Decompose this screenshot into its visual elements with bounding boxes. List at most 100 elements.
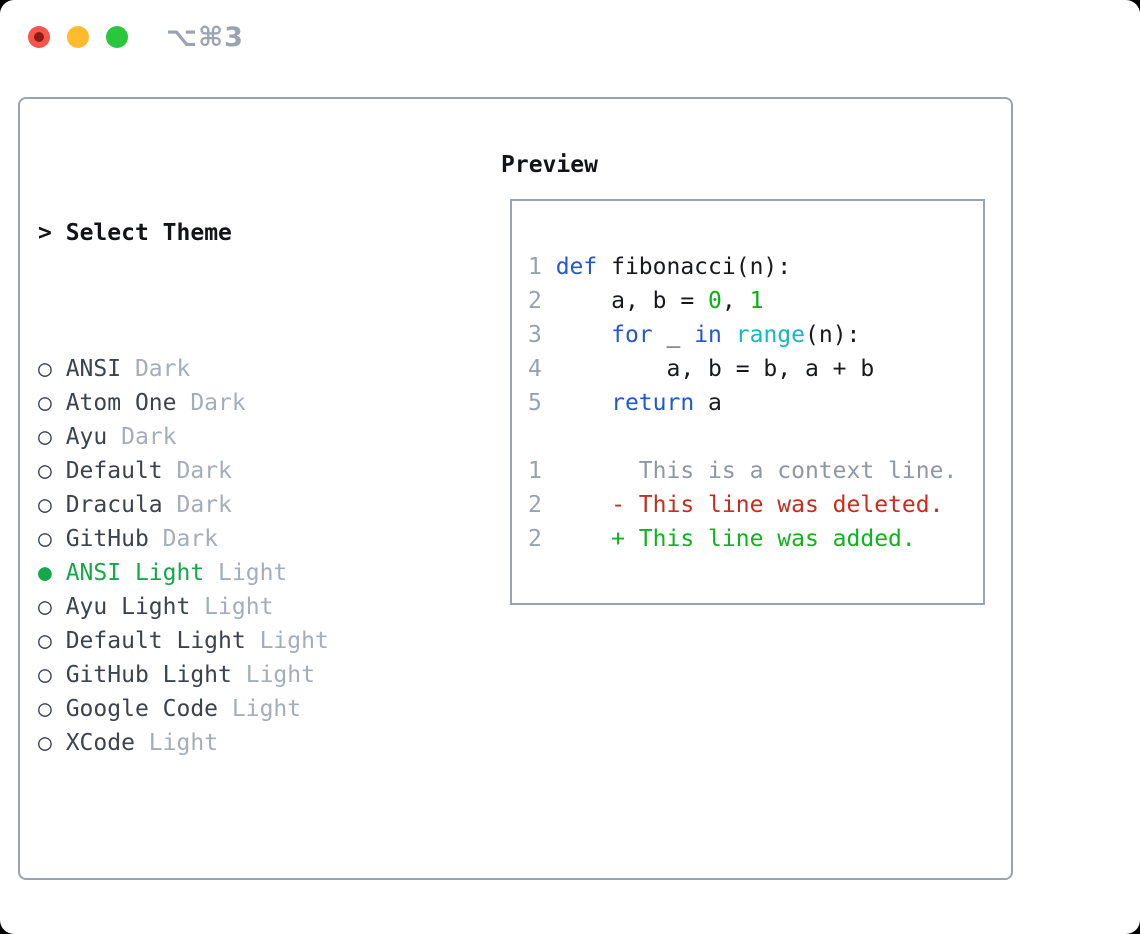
theme-variant: Dark	[162, 492, 232, 518]
radio-selected-icon: ●	[38, 560, 66, 586]
code-segment-added: + This line was added.	[555, 526, 916, 552]
theme-name: ANSI	[65, 356, 122, 382]
theme-variant: Dark	[121, 356, 191, 382]
theme-variant: Light	[204, 560, 288, 586]
theme-option-github-light[interactable]: ○ GitHub Light Light	[38, 658, 426, 692]
diff-line: 2 - This line was deleted.	[528, 488, 983, 522]
radio-unselected-icon: ○	[38, 356, 66, 382]
theme-name: Default	[65, 458, 163, 484]
theme-variant: Light	[231, 662, 315, 688]
theme-variant: Light	[218, 696, 302, 722]
line-number: 2	[528, 492, 556, 518]
line-number: 2	[528, 526, 556, 552]
diff-preview: 1 This is a context line.2 - This line w…	[528, 454, 983, 556]
line-number: 2	[528, 288, 556, 314]
theme-menu: > Select Theme ○ ANSI Dark○ Atom One Dar…	[38, 148, 426, 934]
code-segment-plain: _	[652, 322, 695, 348]
theme-option-default[interactable]: ○ Default Dark	[38, 454, 426, 488]
code-segment-plain: fibonacci(n):	[597, 254, 792, 280]
radio-unselected-icon: ○	[38, 628, 66, 654]
theme-option-google-code[interactable]: ○ Google Code Light	[38, 692, 426, 726]
code-segment-keyword: def	[555, 254, 598, 280]
theme-name: Ayu	[65, 424, 108, 450]
radio-unselected-icon: ○	[38, 730, 66, 756]
select-theme-heading: > Select Theme	[38, 216, 426, 250]
code-segment-deleted: - This line was deleted.	[555, 492, 944, 518]
radio-unselected-icon: ○	[38, 526, 66, 552]
code-line: 4 a, b = b, a + b	[528, 352, 983, 386]
theme-variant: Dark	[176, 390, 246, 416]
radio-unselected-icon: ○	[38, 390, 66, 416]
code-segment-plain	[556, 322, 611, 348]
code-segment-plain: a, b =	[555, 288, 709, 314]
theme-option-xcode[interactable]: ○ XCode Light	[38, 726, 426, 760]
radio-unselected-icon: ○	[38, 424, 66, 450]
line-number: 4	[528, 356, 556, 382]
theme-name: Default Light	[65, 628, 246, 654]
theme-name: XCode	[65, 730, 135, 756]
code-segment-number: 1	[749, 288, 764, 314]
theme-name: Google Code	[65, 696, 219, 722]
diff-line: 2 + This line was added.	[528, 522, 983, 556]
code-segment-plain: ,	[721, 288, 750, 314]
theme-option-ansi[interactable]: ○ ANSI Dark	[38, 352, 426, 386]
code-segment-keyword: in	[694, 322, 722, 348]
code-segment-plain: a, b = b, a + b	[555, 356, 875, 382]
code-segment-builtin: range	[735, 322, 805, 348]
line-number: 3	[528, 322, 556, 348]
radio-unselected-icon: ○	[38, 492, 66, 518]
radio-unselected-icon: ○	[38, 662, 66, 688]
theme-variant: Light	[134, 730, 219, 756]
theme-option-ansi-light[interactable]: ● ANSI Light Light	[38, 556, 426, 590]
spacer	[38, 862, 426, 896]
theme-variant: Dark	[107, 424, 177, 450]
theme-option-ayu-light[interactable]: ○ Ayu Light Light	[38, 590, 426, 624]
preview-heading: Preview	[501, 152, 598, 178]
radio-unselected-icon: ○	[38, 594, 66, 620]
theme-name: Ayu Light	[65, 594, 191, 620]
window-title: ⌥⌘3	[166, 22, 244, 53]
theme-picker-panel: > Select Theme ○ ANSI Dark○ Atom One Dar…	[18, 97, 1013, 880]
code-segment-context: This is a context line.	[555, 458, 958, 484]
minimize-button[interactable]	[67, 26, 89, 48]
theme-option-ayu[interactable]: ○ Ayu Dark	[38, 420, 426, 454]
theme-option-dracula[interactable]: ○ Dracula Dark	[38, 488, 426, 522]
theme-list: ○ ANSI Dark○ Atom One Dark○ Ayu Dark○ De…	[38, 352, 426, 760]
select-theme-heading-label: Select Theme	[65, 220, 232, 246]
zoom-button[interactable]	[106, 26, 128, 48]
diff-line: 1 This is a context line.	[528, 454, 983, 488]
radio-unselected-icon: ○	[38, 696, 66, 722]
theme-name: Atom One	[65, 390, 177, 416]
code-line: 2 a, b = 0, 1	[528, 284, 983, 318]
code-segment-plain	[556, 390, 611, 416]
code-line: 3 for _ in range(n):	[528, 318, 983, 352]
theme-name: Dracula	[65, 492, 163, 518]
theme-name: GitHub Light	[65, 662, 232, 688]
theme-option-atom-one[interactable]: ○ Atom One Dark	[38, 386, 426, 420]
line-number: 1	[528, 458, 556, 484]
code-segment-plain: (n):	[805, 322, 861, 348]
code-line: 5 return a	[528, 386, 983, 420]
theme-variant: Dark	[148, 526, 219, 552]
line-number: 5	[528, 390, 556, 416]
code-segment-number: 0	[708, 288, 722, 314]
code-segment-keyword: return	[611, 390, 695, 416]
code-line: 1 def fibonacci(n):	[528, 250, 983, 284]
code-segment-plain	[722, 322, 736, 348]
theme-option-github[interactable]: ○ GitHub Dark	[38, 522, 426, 556]
line-number: 1	[528, 254, 556, 280]
cursor-arrow-icon: >	[38, 220, 52, 246]
theme-variant: Light	[190, 594, 274, 620]
theme-name: GitHub	[65, 526, 149, 552]
code-segment-plain: a	[694, 390, 722, 416]
theme-variant: Light	[245, 628, 329, 654]
spacer	[528, 420, 983, 454]
theme-variant: Dark	[162, 458, 232, 484]
title-bar: ⌥⌘3	[0, 0, 1140, 72]
theme-option-default-light[interactable]: ○ Default Light Light	[38, 624, 426, 658]
code-segment-keyword: for	[611, 322, 653, 348]
radio-unselected-icon: ○	[38, 458, 66, 484]
close-button[interactable]	[28, 26, 50, 48]
